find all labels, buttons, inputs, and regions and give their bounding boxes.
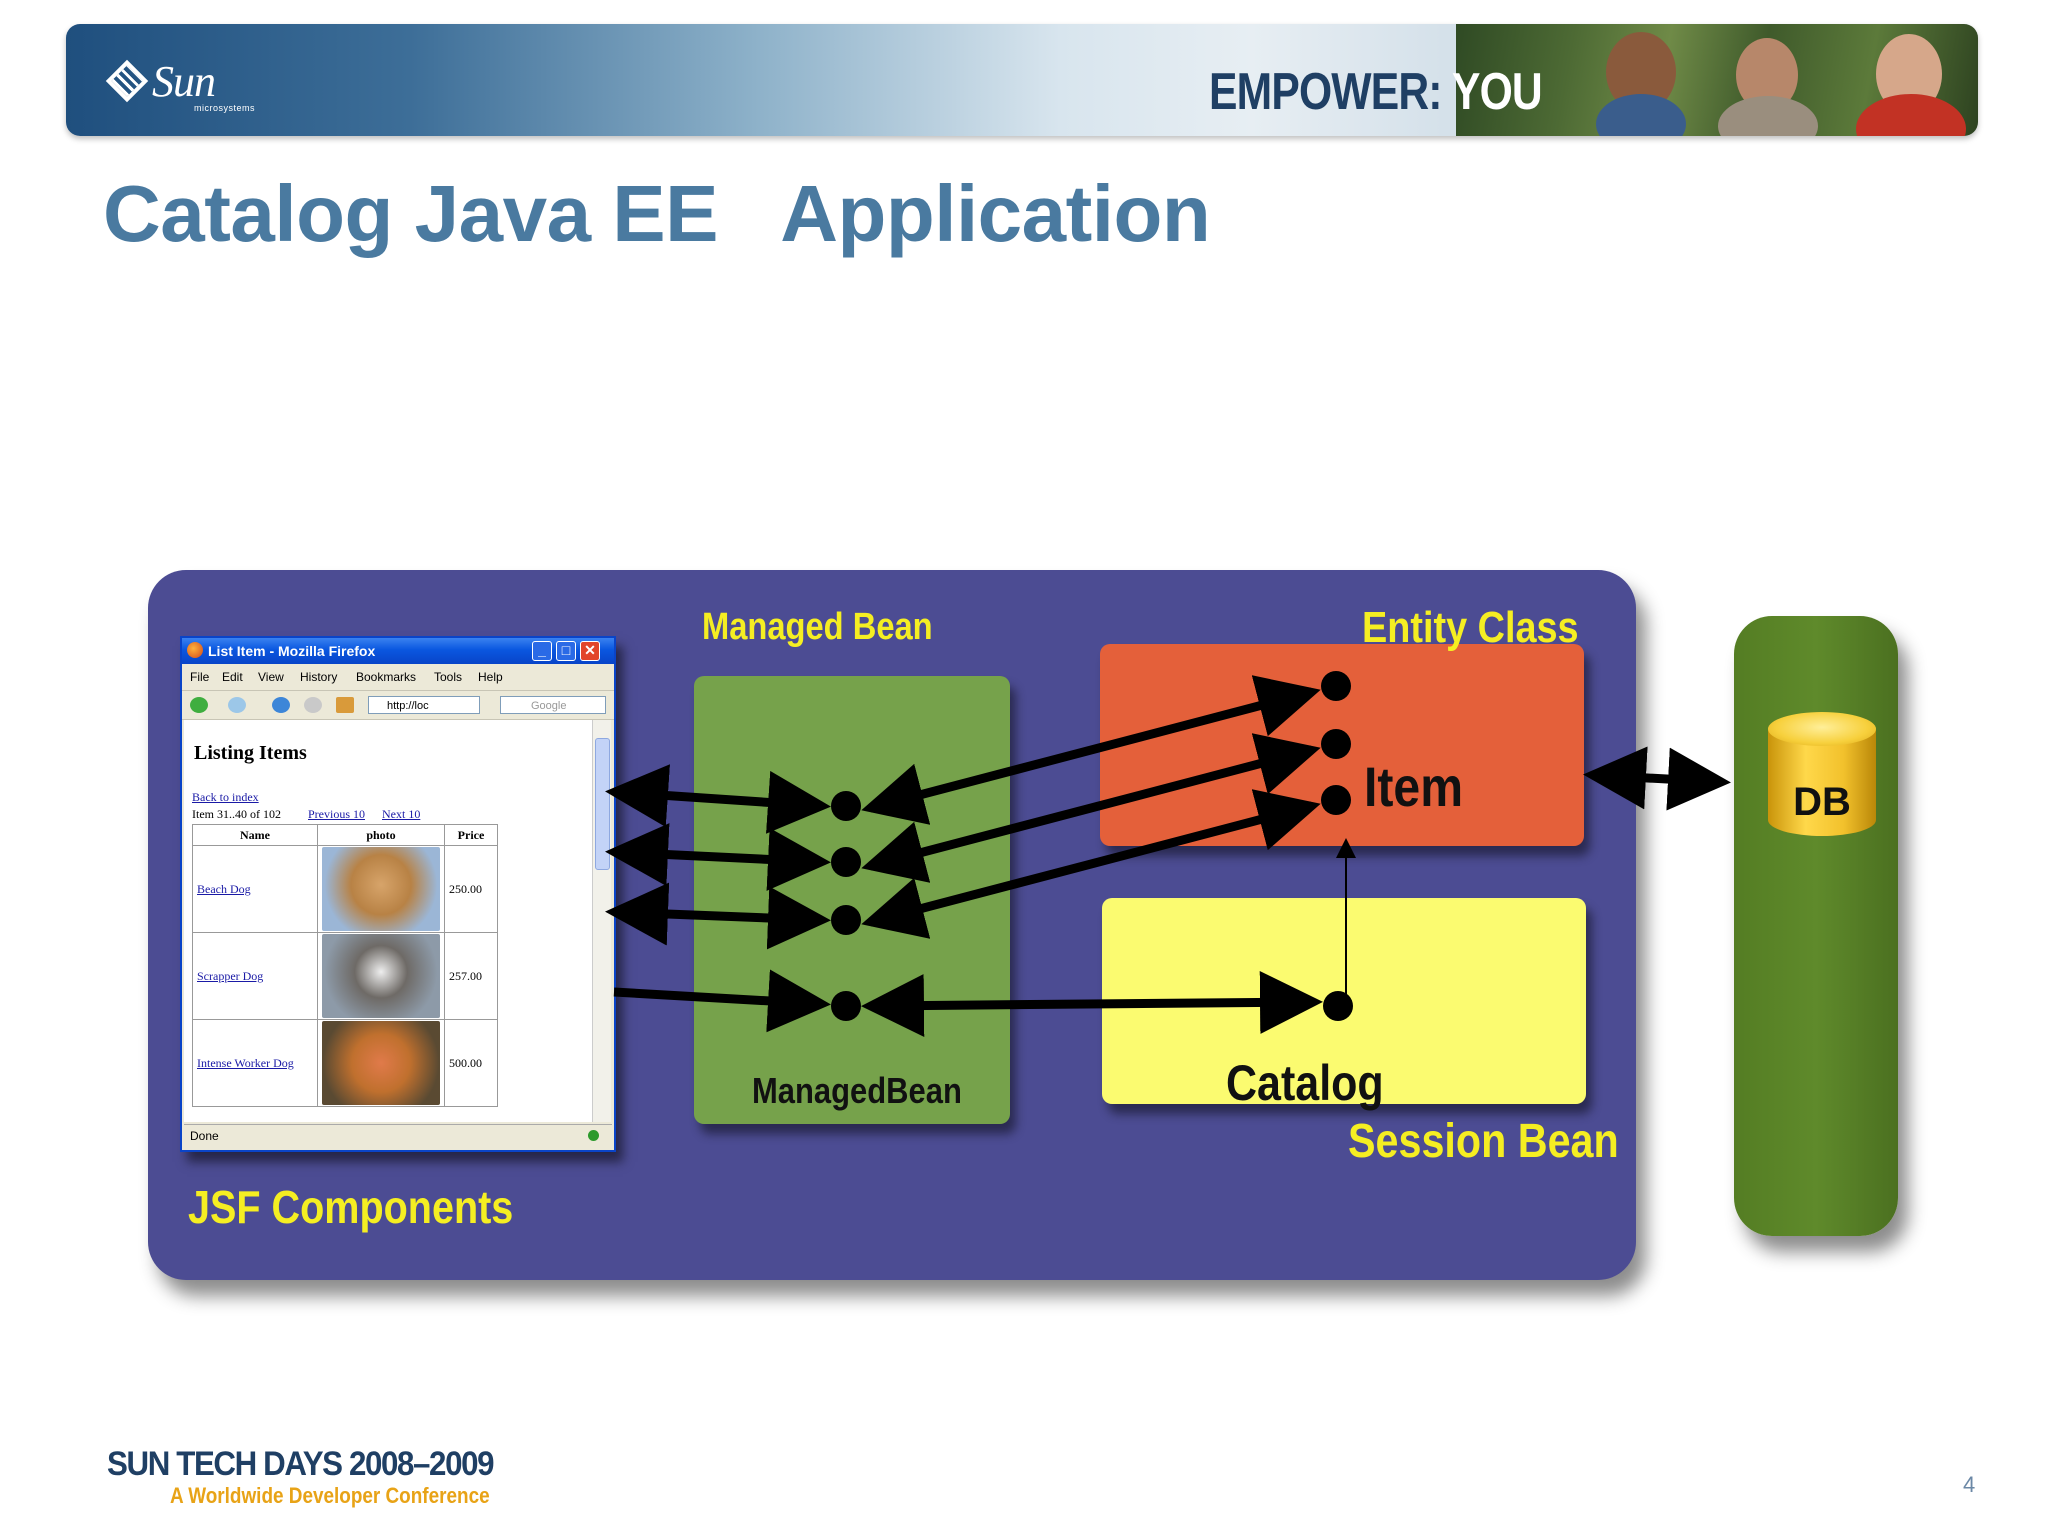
dog-photo xyxy=(322,934,440,1018)
browser-content: Listing Items Back to index Item 31..40 … xyxy=(184,720,592,1122)
table-row: Intense Worker Dog 500.00 xyxy=(192,1019,498,1107)
menu-bookmarks[interactable]: Bookmarks xyxy=(356,670,417,684)
status-ok-icon xyxy=(588,1130,599,1141)
url-field[interactable]: http://loc xyxy=(368,696,480,714)
logo-text: Sun xyxy=(152,57,216,106)
dog-photo xyxy=(322,847,440,931)
menu-edit[interactable]: Edit xyxy=(222,670,243,684)
browser-window: List Item - Mozilla Firefox _ □ ✕ File E… xyxy=(180,636,616,1152)
managed-bean-heading: Managed Bean xyxy=(702,606,933,648)
dog-photo xyxy=(322,1021,440,1105)
close-icon[interactable]: ✕ xyxy=(580,641,600,661)
column-header: Price xyxy=(444,824,498,846)
stop-icon[interactable] xyxy=(304,697,322,713)
entity-class-heading: Entity Class xyxy=(1362,603,1579,652)
page-heading: Listing Items xyxy=(194,742,307,764)
db-label: DB xyxy=(1793,780,1851,824)
entity-class-box xyxy=(1100,644,1584,846)
firefox-icon xyxy=(187,642,203,658)
menu-file[interactable]: File xyxy=(190,670,210,684)
footer-subtitle: A Worldwide Developer Conference xyxy=(170,1483,490,1508)
menu-history[interactable]: History xyxy=(300,670,338,684)
menu-tools[interactable]: Tools xyxy=(434,670,463,684)
item-name-link[interactable]: Intense Worker Dog xyxy=(197,1055,294,1070)
browser-toolbar: http://loc Google xyxy=(182,690,614,720)
tagline-part2: YOU xyxy=(1451,63,1543,121)
logo-subtext: microsystems xyxy=(194,103,256,113)
db-column xyxy=(1734,616,1898,1236)
previous-link[interactable]: Previous 10 xyxy=(308,807,365,821)
sun-logo: Sun microsystems xyxy=(105,56,276,116)
browser-titlebar: List Item - Mozilla Firefox _ □ ✕ xyxy=(182,638,614,664)
managed-bean-name: ManagedBean xyxy=(752,1070,962,1111)
browser-title: List Item - Mozilla Firefox xyxy=(208,643,376,659)
item-name-link[interactable]: Beach Dog xyxy=(197,881,251,896)
table-row: Scrapper Dog 257.00 xyxy=(192,932,498,1020)
back-to-index-link[interactable]: Back to index xyxy=(192,790,259,804)
managed-bean-box xyxy=(694,676,1010,1124)
item-range-text: Item 31..40 of 102 xyxy=(192,807,281,821)
search-field[interactable]: Google xyxy=(500,696,606,714)
reload-icon[interactable] xyxy=(272,697,290,713)
page-number: 4 xyxy=(1963,1472,1976,1497)
column-header: Name xyxy=(192,824,318,846)
item-price: 257.00 xyxy=(444,932,498,1020)
footer-event: SUN TECH DAYS 2008–2009 xyxy=(107,1445,495,1483)
item-price: 500.00 xyxy=(444,1019,498,1107)
header-banner: Sun microsystems EMPOWER: YOU xyxy=(66,24,1978,136)
back-icon[interactable] xyxy=(190,697,208,713)
status-text: Done xyxy=(190,1129,219,1143)
maximize-icon[interactable]: □ xyxy=(556,641,576,661)
db-cylinder-icon: DB xyxy=(1768,712,1876,852)
table-header-row: Name photo Price xyxy=(192,824,498,846)
browser-scrollbar[interactable] xyxy=(592,720,611,1122)
session-bean-name: Catalog xyxy=(1226,1055,1384,1111)
empower-tagline: EMPOWER: YOU xyxy=(1209,62,1543,122)
tagline-part1: EMPOWER: xyxy=(1209,63,1443,121)
sun-logo-icon xyxy=(105,59,149,103)
jsf-components-label: JSF Components xyxy=(188,1181,514,1233)
forward-icon[interactable] xyxy=(228,697,246,713)
session-bean-heading: Session Bean xyxy=(1348,1115,1619,1168)
home-icon[interactable] xyxy=(336,697,354,713)
table-row: Beach Dog 250.00 xyxy=(192,845,498,933)
next-link[interactable]: Next 10 xyxy=(382,807,421,821)
item-price: 250.00 xyxy=(444,845,498,933)
entity-name: Item xyxy=(1364,755,1464,818)
slide-title: Catalog Java EE Application xyxy=(103,169,1211,258)
item-name-link[interactable]: Scrapper Dog xyxy=(197,968,264,983)
menu-view[interactable]: View xyxy=(258,670,284,684)
browser-menubar: File Edit View History Bookmarks Tools H… xyxy=(182,666,614,688)
column-header: photo xyxy=(317,824,445,846)
minimize-icon[interactable]: _ xyxy=(532,641,552,661)
header-photo xyxy=(1456,24,1978,136)
browser-statusbar: Done xyxy=(184,1124,612,1147)
menu-help[interactable]: Help xyxy=(478,670,503,684)
items-table: Name photo Price Beach Dog 250.00 Scrapp… xyxy=(192,824,498,1107)
